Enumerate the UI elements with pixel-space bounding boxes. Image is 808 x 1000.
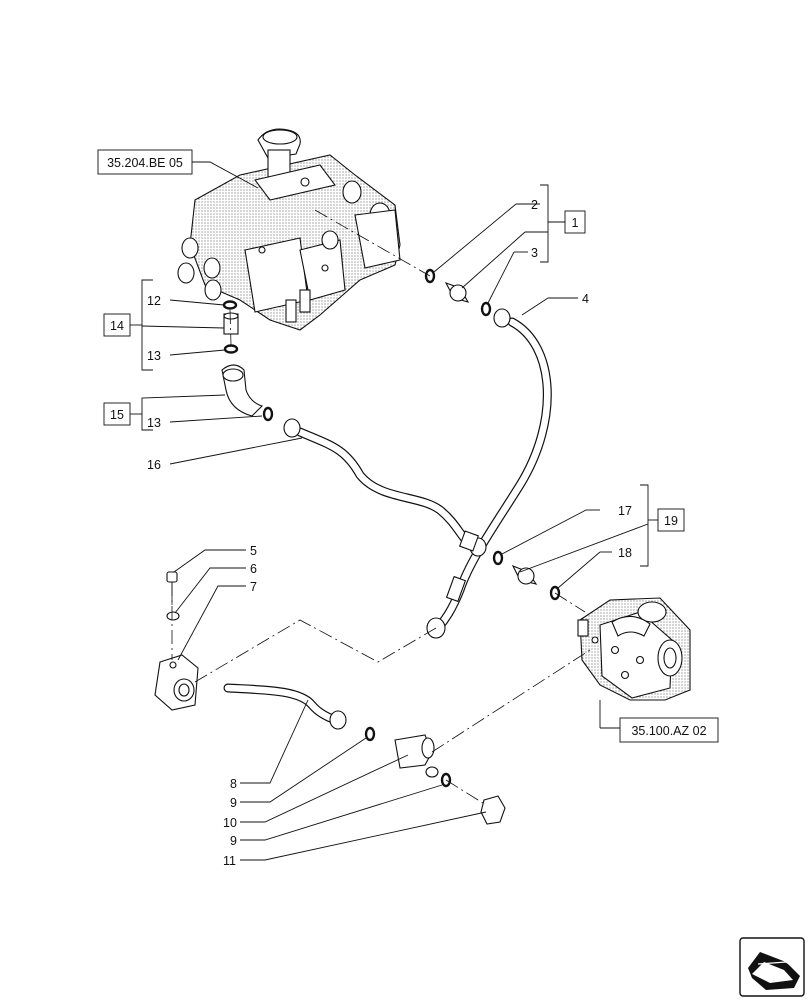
ref-box-valve[interactable]: 35.204.BE 05 — [97, 149, 193, 175]
seal-ring-a — [424, 268, 436, 284]
item-label-6: 6 — [250, 562, 257, 576]
next-page-arrow-icon[interactable] — [739, 937, 805, 997]
item-label-3: 3 — [531, 246, 538, 260]
item-box-19[interactable]: 19 — [657, 508, 685, 532]
elbow-fitting-15 — [221, 300, 301, 438]
pump-body-assembly — [577, 597, 691, 701]
seal-ring-b — [480, 301, 492, 317]
item-label-7: 7 — [250, 580, 257, 594]
item-label-1: 1 — [572, 216, 579, 230]
ref-label-valve: 35.204.BE 05 — [107, 156, 183, 170]
item-label-2: 2 — [531, 198, 538, 212]
control-valve-assembly — [177, 128, 401, 331]
item-label-5: 5 — [250, 544, 257, 558]
adapter-2 — [424, 268, 511, 328]
leader-lines — [130, 161, 658, 861]
adapter-19 — [469, 537, 561, 601]
hose-8 — [223, 683, 340, 725]
item-label-10: 10 — [223, 816, 237, 830]
item-label-16: 16 — [147, 458, 161, 472]
assembly-centerlines — [171, 209, 591, 806]
item-label-15: 15 — [110, 408, 124, 422]
item-label-9a: 9 — [230, 796, 237, 810]
bracket-7 — [154, 654, 199, 711]
item-label-4: 4 — [582, 292, 589, 306]
item-label-13b: 13 — [147, 416, 161, 430]
tee-fitting-10 — [329, 710, 452, 788]
item-label-12: 12 — [147, 294, 161, 308]
item-numbers: 2 3 4 12 13 13 16 17 18 5 6 7 8 9 10 9 1… — [147, 198, 632, 868]
washer-6 — [166, 611, 180, 621]
item-label-18: 18 — [618, 546, 632, 560]
item-label-8: 8 — [230, 777, 237, 791]
item-label-11: 11 — [223, 854, 236, 868]
cap-11 — [480, 795, 506, 825]
item-label-9b: 9 — [230, 834, 237, 848]
hose-4 — [433, 317, 552, 633]
item-box-14[interactable]: 14 — [103, 313, 131, 337]
hose-end-fitting — [426, 530, 480, 639]
item-label-13a: 13 — [147, 349, 161, 363]
item-label-19: 19 — [664, 514, 678, 528]
ref-label-pump: 35.100.AZ 02 — [631, 724, 706, 738]
ref-box-pump[interactable]: 35.100.AZ 02 — [619, 717, 719, 743]
item-box-15[interactable]: 15 — [103, 402, 131, 426]
item-label-14: 14 — [110, 319, 124, 333]
item-box-1[interactable]: 1 — [564, 210, 586, 234]
item-label-17: 17 — [618, 504, 632, 518]
hose-16 — [295, 427, 475, 550]
